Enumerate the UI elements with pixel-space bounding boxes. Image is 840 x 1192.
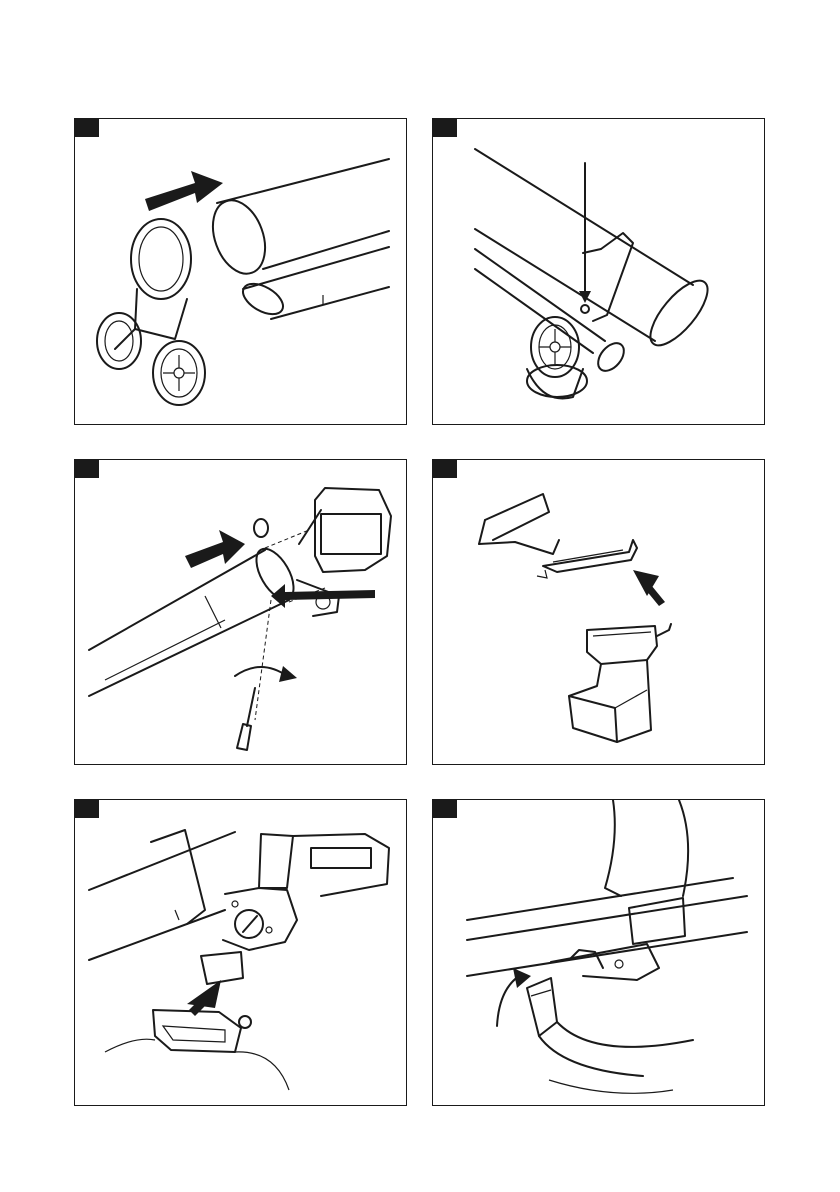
direction-arrow-icon — [145, 171, 223, 211]
push-arrow-icon — [185, 530, 245, 568]
tube-screw-illustration — [433, 119, 765, 425]
figure-panel-4 — [432, 459, 765, 765]
figure-panel-1 — [74, 118, 407, 425]
bag-adapter-illustration — [433, 460, 765, 765]
figure-panel-2 — [432, 118, 765, 425]
strap-clip-illustration — [433, 800, 765, 1106]
curved-arrow-icon — [497, 976, 519, 1026]
figure-panel-5 — [74, 799, 407, 1106]
adapter-insert-illustration — [75, 800, 407, 1106]
wheel-assembly-illustration — [75, 119, 407, 425]
tube-to-motor-illustration — [75, 460, 407, 765]
figure-panel-6 — [432, 799, 765, 1106]
screw-direction-arrow-icon — [271, 584, 375, 608]
figure-panel-3 — [74, 459, 407, 765]
